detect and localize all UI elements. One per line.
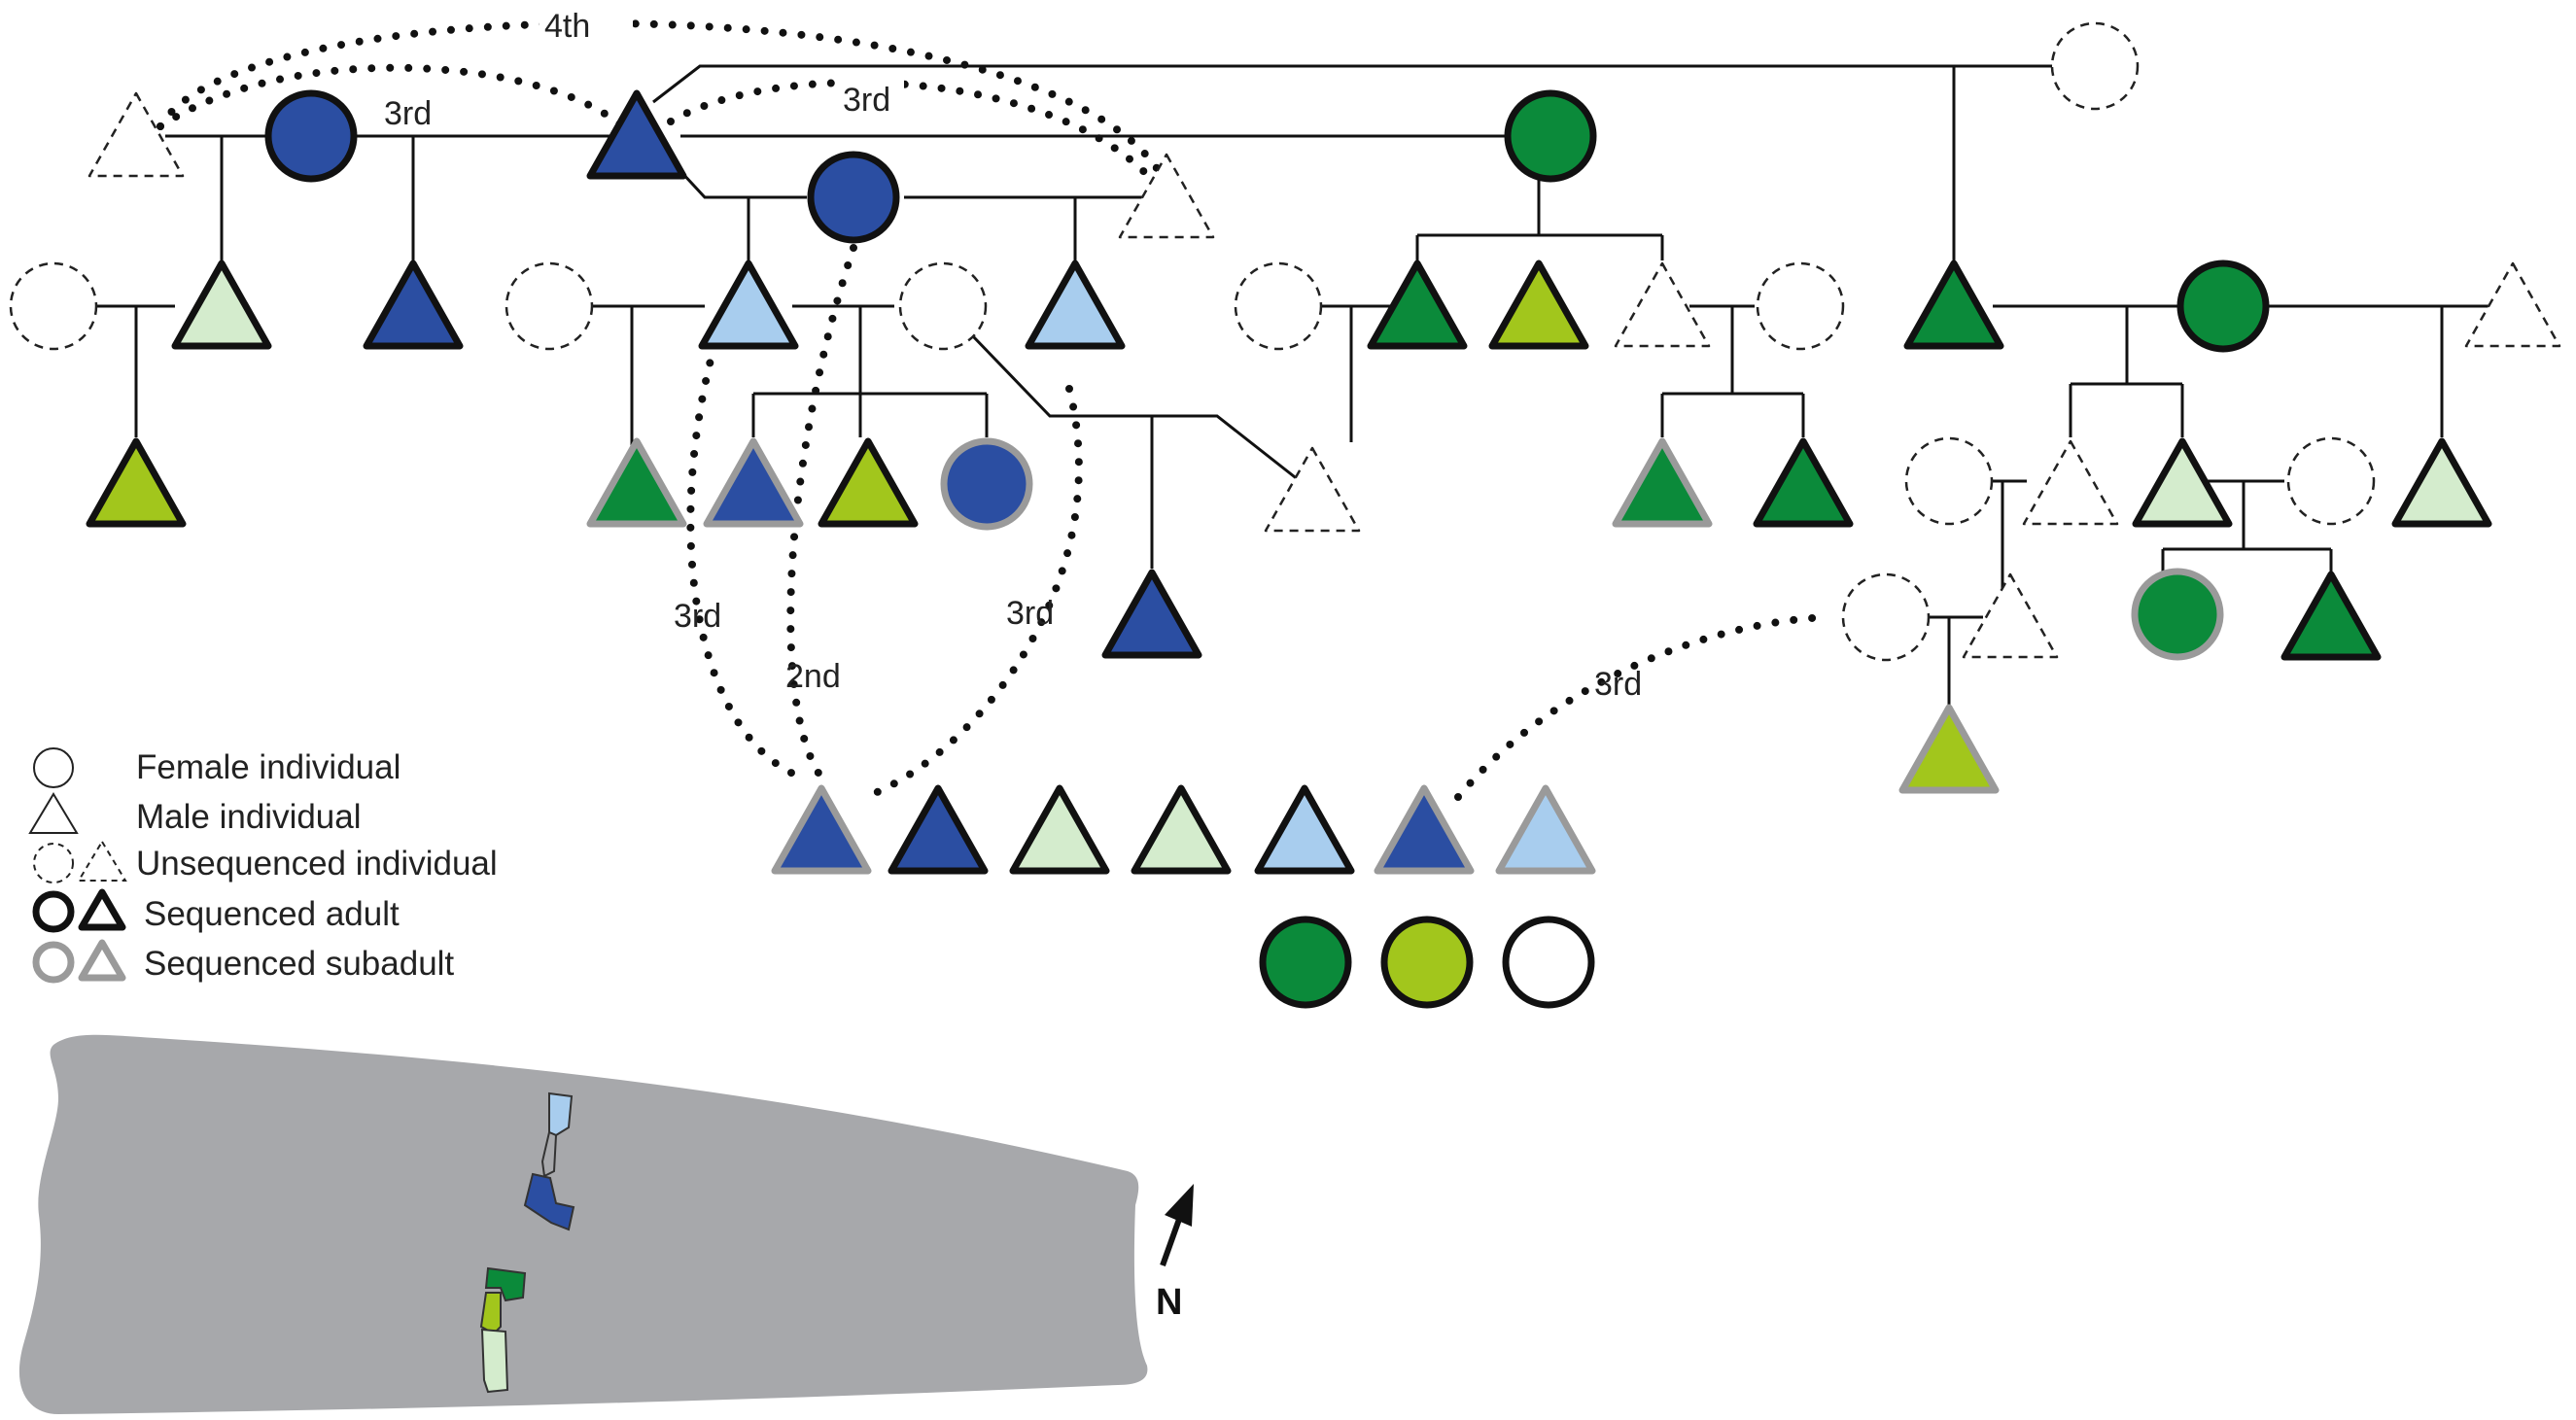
pedigree-lines [92,64,2513,710]
unrelated-female-white [1502,916,1595,1009]
male-dark-blue-top-center [586,89,687,180]
unsequenced-male-top-left [87,91,185,178]
rel-label-2nd: 2nd [785,658,841,695]
male-pale-green-row2 [171,260,272,350]
north-label: N [1156,1282,1182,1323]
male-dark-blue-row4 [1101,569,1202,659]
unsequenced-female-row2-a [9,261,98,351]
unsequenced-female-row2-d [1234,261,1323,351]
unrelated-male-pale-green-1 [1009,784,1110,875]
arc-3rd-degree-top-left [157,63,626,130]
unsequenced-female-row2-e [1756,261,1845,351]
unsequenced-male-row2 [1614,261,1711,348]
male-light-blue-row2-a [698,260,799,350]
legend: Female individual Male individual Unsequ… [28,747,498,984]
legend-female-symbol [33,747,74,788]
male-dark-green-row2-a [1367,260,1468,350]
unsequenced-male-row2-right [2464,261,2561,348]
unsequenced-female-top-right [2050,21,2140,111]
legend-male-label: Male individual [136,798,362,836]
male-pale-green-row3-b [2391,437,2492,528]
subadult-male-dark-green-row3 [586,437,687,528]
unsequenced-female-row3-a [1904,436,1994,526]
male-light-green-row2 [1488,260,1589,350]
legend-adult-male-symbol [78,888,126,931]
north-arrow-icon [1160,1184,1194,1267]
unsequenced-male-row3-b [2022,439,2119,526]
rel-label-4th: 4th [544,8,590,45]
male-pale-green-row3-a [2132,437,2233,528]
unsequenced-female-row3-b [2286,436,2376,526]
unrelated-male-light-blue [1254,784,1355,875]
relationship-arcs [157,19,1831,801]
unsequenced-female-row2-b [505,261,594,351]
legend-subadult-label: Sequenced subadult [144,945,454,983]
grave-segment-gray [540,1130,558,1178]
legend-adult-female-symbol [32,890,75,933]
female-dark-green-row2 [2176,260,2270,353]
legend-unsequenced-female-symbol [33,843,74,883]
rel-label-3rd-lower-right: 3rd [1594,666,1642,703]
unrelated-male-pale-green-2 [1131,784,1232,875]
male-dark-green-row4 [2280,571,2382,661]
male-light-green-row3-left [86,437,187,528]
grave-segment-pale-green [480,1328,509,1394]
unsequenced-female-row4 [1841,572,1931,662]
legend-subadult-male-symbol [78,939,126,982]
arc-2nd-degree [786,244,857,781]
arc-3rd-degree-right [861,385,1083,801]
grave-segment-dark-blue [523,1172,575,1231]
subadult-male-dark-blue-row3 [703,437,804,528]
subadult-female-dark-green-row4 [2131,568,2224,661]
legend-subadult-female-symbol [32,941,75,984]
male-dark-blue-row2 [363,260,464,350]
unrelated-subadult-male-dark-blue-1 [771,784,872,875]
arc-3rd-degree-lower-right [1454,613,1831,801]
unrelated-female-dark-green [1259,916,1352,1009]
rel-label-3rd-right: 3rd [1006,595,1054,632]
site-area-shape [18,1034,1148,1414]
male-dark-green-row2-b [1903,260,2004,350]
arc-3rd-degree-top-right [667,78,1156,184]
unrelated-female-light-green [1380,916,1474,1009]
individuals [9,21,2561,1009]
legend-female-label: Female individual [136,748,400,786]
unrelated-male-dark-blue [888,784,989,875]
site-map: N [18,1034,1194,1414]
male-dark-green-row3 [1753,437,1854,528]
grave-segment-light-blue [548,1091,574,1137]
rel-label-3rd-top-left: 3rd [384,95,432,132]
relationship-labels: 4th 3rd 3rd 3rd 2nd 3rd 3rd [377,3,1642,703]
unrelated-subadult-male-dark-blue-2 [1374,784,1475,875]
legend-unsequenced-male-symbol [77,840,127,882]
legend-unsequenced-label: Unsequenced individual [136,845,498,883]
female-dark-blue-top-left [264,89,358,183]
unsequenced-male-center [1118,153,1215,239]
subadult-male-light-green-row5 [1898,704,2000,794]
unsequenced-female-row2-c [898,261,988,351]
unrelated-subadult-male-light-blue [1495,784,1596,875]
female-dark-blue-center [807,151,900,244]
rel-label-3rd-top-right: 3rd [843,82,890,119]
legend-male-symbol [28,792,79,834]
legend-adult-label: Sequenced adult [144,895,400,933]
rel-label-3rd-left: 3rd [674,598,721,635]
arc-3rd-degree-left [686,341,806,781]
female-dark-green-top [1504,89,1597,183]
subadult-female-dark-blue-row3 [940,437,1033,531]
unsequenced-male-row4 [1962,572,2059,659]
subadult-male-dark-green-row3-b [1612,437,1713,528]
unsequenced-male-row3 [1264,446,1361,533]
male-light-green-row3 [818,437,919,528]
grave-segment-dark-green [484,1266,527,1302]
male-light-blue-row2-b [1025,260,1126,350]
